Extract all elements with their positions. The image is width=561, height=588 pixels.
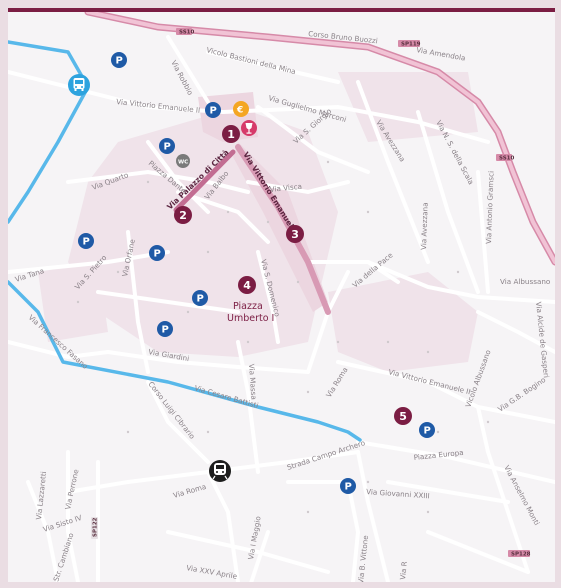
svg-text:P: P xyxy=(424,426,431,437)
svg-text:P: P xyxy=(162,325,169,336)
city-map[interactable]: Corso Bruno Buozzi Via Amendola Vicolo B… xyxy=(8,8,555,582)
parking-icon[interactable]: P xyxy=(157,321,173,337)
badge-sp122: SP122 xyxy=(91,517,99,539)
numbered-markers: 1 2 3 4 5 xyxy=(174,125,412,425)
badge-ss10-top: SS10 xyxy=(176,28,195,36)
label-via-bogino: Via G.B. Bogino xyxy=(496,375,547,414)
parking-icon[interactable]: P xyxy=(149,245,165,261)
label-via-vittorio-low: Via Vittorio Emanuele II xyxy=(388,367,472,396)
svg-text:P: P xyxy=(154,249,161,260)
ring-road xyxy=(84,12,555,266)
svg-text:3: 3 xyxy=(291,228,299,241)
marker-4[interactable]: 4 xyxy=(238,276,256,294)
label-strada-campo-archero: Strada Campo Archero xyxy=(286,438,366,472)
svg-text:P: P xyxy=(345,482,352,493)
badge-sp128: SP128 xyxy=(508,550,531,558)
svg-text:SP119: SP119 xyxy=(401,42,421,48)
train-station-icon[interactable] xyxy=(209,460,231,482)
label-via-massa: Via Massa xyxy=(247,364,258,400)
parking-markers: P P P P P P P P P xyxy=(78,52,435,494)
badge-ss10-right: SS10 xyxy=(496,154,515,162)
svg-text:5: 5 xyxy=(399,410,407,423)
svg-text:4: 4 xyxy=(243,279,251,292)
svg-text:WC: WC xyxy=(178,160,188,166)
label-via-r: Via R xyxy=(398,561,409,580)
label-via-albussano: Via Albussano xyxy=(500,277,550,286)
label-via-giovanni-xxiii: Via Giovanni XXIII xyxy=(366,487,430,500)
label-via-xxv-aprile: Via XXV Aprile xyxy=(186,563,239,581)
svg-text:P: P xyxy=(210,106,217,117)
marker-2[interactable]: 2 xyxy=(174,206,192,224)
bus-stop-icon[interactable] xyxy=(68,74,90,96)
svg-text:SP128: SP128 xyxy=(511,552,531,558)
label-via-avezzana-2: Via Avezzana xyxy=(419,202,430,250)
label-via-sisto-iv: Via Sisto IV xyxy=(42,513,83,534)
parking-icon[interactable]: P xyxy=(159,138,175,154)
marker-5[interactable]: 5 xyxy=(394,407,412,425)
svg-text:P: P xyxy=(83,237,90,248)
parking-icon[interactable]: P xyxy=(205,102,221,118)
svg-text:SS10: SS10 xyxy=(179,30,195,36)
parking-icon[interactable]: P xyxy=(340,478,356,494)
svg-text:SP122: SP122 xyxy=(93,517,99,537)
badge-sp119: SP119 xyxy=(398,40,421,48)
marker-1[interactable]: 1 xyxy=(222,125,240,143)
wc-icon[interactable]: WC xyxy=(176,154,190,168)
svg-text:SS10: SS10 xyxy=(499,156,515,162)
svg-text:2: 2 xyxy=(179,209,187,222)
parking-icon[interactable]: P xyxy=(419,422,435,438)
marker-3[interactable]: 3 xyxy=(286,225,304,243)
svg-text:1: 1 xyxy=(227,128,235,141)
parking-icon[interactable]: P xyxy=(111,52,127,68)
svg-text:€: € xyxy=(236,106,243,116)
label-via-vittorio-top: Via Vittorio Emanuele II xyxy=(116,97,201,115)
map-canvas: Corso Bruno Buozzi Via Amendola Vicolo B… xyxy=(8,12,555,582)
parking-icon[interactable]: P xyxy=(192,290,208,306)
street-network xyxy=(8,35,555,582)
label-via-roma-low: Via Roma xyxy=(172,482,207,500)
bus-route-south xyxy=(8,280,362,442)
svg-text:P: P xyxy=(164,142,171,153)
bus-route-north xyxy=(8,40,90,224)
parking-icon[interactable]: P xyxy=(78,233,94,249)
wine-glass-icon[interactable] xyxy=(241,120,257,136)
svg-text:P: P xyxy=(197,294,204,305)
atm-icon[interactable]: € xyxy=(233,101,249,117)
label-via-amendola: Via Amendola xyxy=(416,45,467,62)
label-via-visca: Via Visca xyxy=(269,182,302,194)
road-badges: SS10 SP119 SS10 SP122 SP128 xyxy=(91,28,531,558)
svg-text:P: P xyxy=(116,56,123,67)
label-via-lazzaretti: Via Lazzaretti xyxy=(34,471,48,520)
label-via-roma-mid: Via Roma xyxy=(324,366,350,400)
via-palazzo-axis xyxy=(173,149,236,213)
piazza-umberto-label-line1: Piazza xyxy=(233,301,263,312)
street-dots xyxy=(76,160,490,514)
label-via-gramsci: Via Antonio Gramsci xyxy=(484,171,496,244)
piazza-umberto-label-line2: Umberto I xyxy=(227,313,274,324)
label-vicolo-bastioni: Vicolo Bastioni della Mina xyxy=(206,45,297,76)
